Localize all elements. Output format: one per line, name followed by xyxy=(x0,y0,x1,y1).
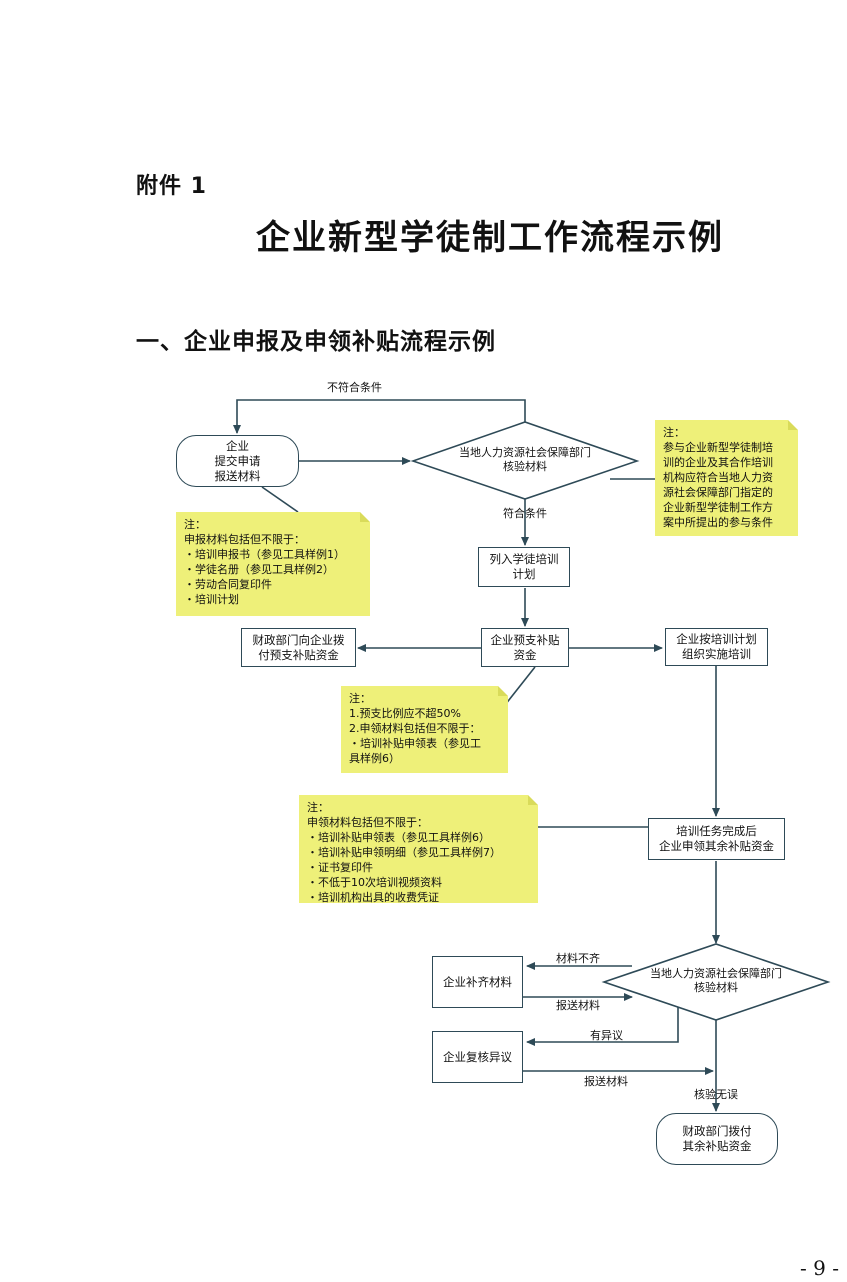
note-line: 申报材料包括但不限于： xyxy=(184,533,305,546)
note-prepay-ratio: 注： 1.预支比例应不超50% 2.申领材料包括但不限于： ・培训补贴申领表（参… xyxy=(341,686,508,773)
note-corner xyxy=(528,795,538,805)
note-line: ・培训计划 xyxy=(184,593,239,606)
note-line: ・培训补贴申领表（参见工 具样例6） xyxy=(349,737,481,765)
note-line: ・劳动合同复印件 xyxy=(184,578,272,591)
note-line: 2.申领材料包括但不限于： xyxy=(349,722,481,735)
edge-label-objection: 有异议 xyxy=(590,1029,623,1042)
note-line: ・学徒名册（参见工具样例2） xyxy=(184,563,334,576)
edge-label-qualified: 符合条件 xyxy=(503,507,547,520)
note-corner xyxy=(498,686,508,696)
page-number: - 9 - xyxy=(800,1256,839,1280)
note-application-materials: 注： 申报材料包括但不限于： ・培训申报书（参见工具样例1） ・学徒名册（参见工… xyxy=(176,512,370,616)
attachment-label: 附件 1 xyxy=(136,174,207,199)
apply-remaining-node: 培训任务完成后 企业申领其余补贴资金 xyxy=(648,818,785,860)
verify-diamond-2: 当地人力资源社会保障部门 核验材料 xyxy=(650,967,782,994)
review-objection-node: 企业复核异议 xyxy=(432,1031,523,1083)
finance-remaining-node: 财政部门拨付 其余补贴资金 xyxy=(656,1113,778,1165)
note-line: ・不低于10次培训视频资料 xyxy=(307,876,442,889)
note-line: ・培训申报书（参见工具样例1） xyxy=(184,548,345,561)
note-head: 注： xyxy=(307,801,329,814)
note-line: ・培训补贴申领明细（参见工具样例7） xyxy=(307,846,501,859)
finance-prepay-node: 财政部门向企业拨 付预支补贴资金 xyxy=(241,628,356,667)
edge-label-not-qualified: 不符合条件 xyxy=(327,381,382,394)
prepay-subsidy-node: 企业预支补贴 资金 xyxy=(481,628,569,667)
page-title: 企业新型学徒制工作流程示例 xyxy=(256,218,724,258)
list-training-plan-node: 列入学徒培训 计划 xyxy=(478,547,570,587)
supplement-materials-node: 企业补齐材料 xyxy=(432,956,523,1008)
edge-label-verified: 核验无误 xyxy=(694,1088,738,1101)
note-head: 注： xyxy=(184,518,206,531)
note-line: ・培训机构出具的收费凭证 xyxy=(307,891,439,904)
note-participation-conditions: 注： 参与企业新型学徒制培 训的企业及其合作培训 机构应符合当地人力资 源社会保… xyxy=(655,420,798,536)
verify-diamond-1: 当地人力资源社会保障部门 核验材料 xyxy=(459,446,591,473)
edge-label-submit-materials-2: 报送材料 xyxy=(584,1075,628,1088)
edge-label-incomplete: 材料不齐 xyxy=(556,952,600,965)
organize-training-node: 企业按培训计划 组织实施培训 xyxy=(665,628,768,666)
note-line: 参与企业新型学徒制培 训的企业及其合作培训 机构应符合当地人力资 源社会保障部门… xyxy=(663,441,773,529)
note-head: 注： xyxy=(349,692,371,705)
edge-label-submit-materials-1: 报送材料 xyxy=(556,999,600,1012)
submit-application-node: 企业 提交申请 报送材料 xyxy=(176,435,299,487)
note-corner xyxy=(788,420,798,430)
note-corner xyxy=(360,512,370,522)
note-head: 注： xyxy=(663,426,685,439)
note-line: ・培训补贴申领表（参见工具样例6） xyxy=(307,831,490,844)
note-line: 申领材料包括但不限于： xyxy=(307,816,428,829)
note-claim-materials: 注： 申领材料包括但不限于： ・培训补贴申领表（参见工具样例6） ・培训补贴申领… xyxy=(299,795,538,904)
section-heading: 一、企业申报及申领补贴流程示例 xyxy=(136,329,496,355)
note-line: 1.预支比例应不超50% xyxy=(349,707,461,720)
note-line: ・证书复印件 xyxy=(307,861,373,874)
